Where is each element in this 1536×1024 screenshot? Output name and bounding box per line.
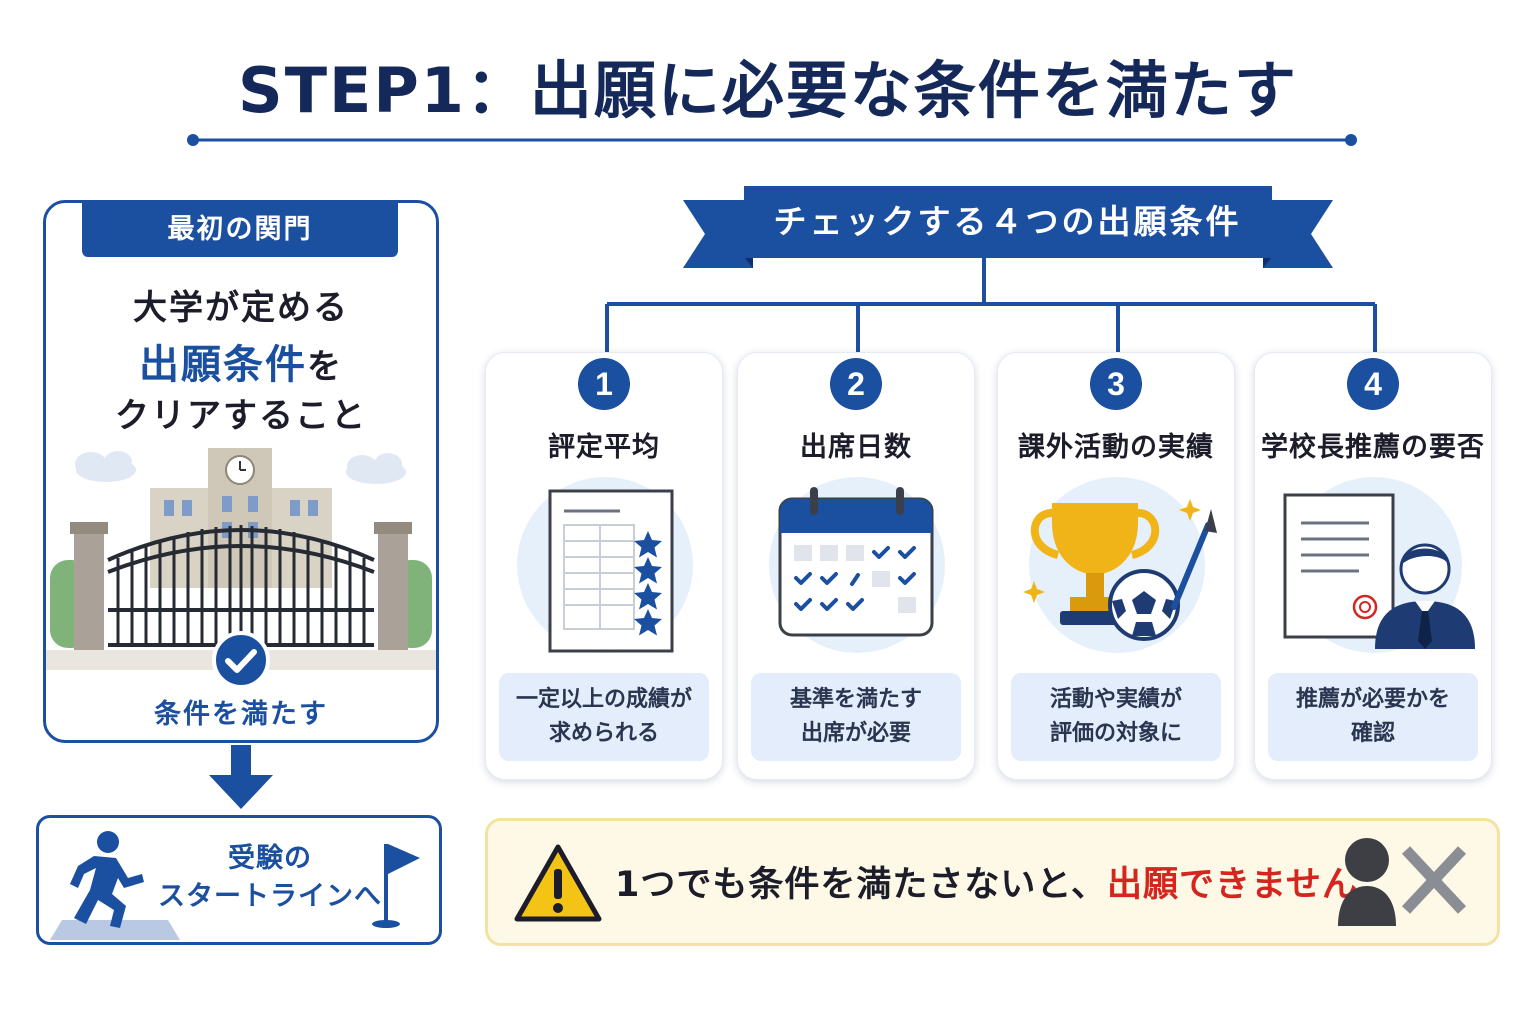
left-heading-line1: 大学が定める <box>133 288 349 328</box>
condition-number-badge: 2 <box>830 358 882 410</box>
start-line-text-line2: スタートラインへ <box>158 881 382 912</box>
left-heading-line3: クリアすること <box>115 396 367 436</box>
condition-note-line2: 確認 <box>1350 721 1395 746</box>
title-divider <box>187 134 1357 146</box>
condition-number-badge: 3 <box>1090 358 1142 410</box>
condition-note-line2: 評価の対象に <box>1049 721 1182 746</box>
condition-note-line2: 求められる <box>548 721 659 746</box>
left-heading-particle: を <box>307 347 343 387</box>
condition-title: 課外活動の実績 <box>1018 432 1214 463</box>
condition-note-line2: 出席が必要 <box>800 721 911 746</box>
person-rejected-icon <box>1338 838 1467 926</box>
down-arrow-icon <box>209 745 273 809</box>
first-gate-tag: 最初の関門 <box>82 203 398 257</box>
condition-title: 出席日数 <box>800 432 912 463</box>
warning-icon <box>514 844 602 922</box>
calendar-icon <box>769 477 945 653</box>
warning-message-normal: 1つでも条件を満たさないと、 <box>615 865 1107 905</box>
left-heading-line2: 出願条件を <box>43 332 439 390</box>
condition-card-1: 1 評定平均 一定以上の成績が 求められる <box>485 352 723 780</box>
trophy-icon <box>1023 477 1217 653</box>
condition-note-line1: 基準を満たす <box>789 687 922 712</box>
runner-icon <box>50 831 180 940</box>
condition-note-line1: 一定以上の成績が <box>515 687 692 712</box>
connector-lines <box>605 258 1377 356</box>
conditions-ribbon <box>683 186 1333 268</box>
condition-number-badge: 1 <box>578 358 630 410</box>
condition-note-line1: 活動や実績が <box>1049 687 1182 712</box>
goal-flag-icon <box>372 844 420 928</box>
condition-note-line1: 推薦が必要かを <box>1295 687 1450 712</box>
condition-title: 評定平均 <box>548 432 660 463</box>
condition-card-3: 3 課外活動の実績 活動や実績が 評価の対象に <box>997 352 1235 780</box>
page-title: STEP1：出願に必要な条件を満たす <box>238 54 1298 127</box>
conditions-ribbon-label: チェックする４つの出願条件 <box>773 202 1242 241</box>
warning-banner <box>485 818 1500 946</box>
condition-note: 一定以上の成績が 求められる <box>499 673 709 761</box>
recommendation-letter-icon <box>1283 477 1475 653</box>
university-gate-icon <box>46 448 436 670</box>
condition-note: 基準を満たす 出席が必要 <box>751 673 961 761</box>
start-line-text-line1: 受験の <box>228 843 312 874</box>
condition-title: 学校長推薦の要否 <box>1261 432 1485 463</box>
left-heading-highlight: 出願条件 <box>139 342 307 388</box>
warning-message-emphasis: 出願できません <box>1106 865 1358 905</box>
start-line-text: 受験の スタートラインへ <box>150 840 390 916</box>
condition-number-badge: 4 <box>1347 358 1399 410</box>
warning-message: 1つでも条件を満たさないと、出願できません <box>615 856 1358 907</box>
condition-card-4: 4 学校長推薦の要否 推薦が必要かを 確認 <box>1254 352 1492 780</box>
report-sheet-icon <box>517 477 693 653</box>
check-circle-icon <box>212 631 270 689</box>
condition-note: 推薦が必要かを 確認 <box>1268 673 1478 761</box>
meets-conditions-label: 条件を満たす <box>154 699 328 730</box>
condition-note: 活動や実績が 評価の対象に <box>1011 673 1221 761</box>
condition-card-2: 2 出席日数 基準を満たす 出席が必要 <box>737 352 975 780</box>
